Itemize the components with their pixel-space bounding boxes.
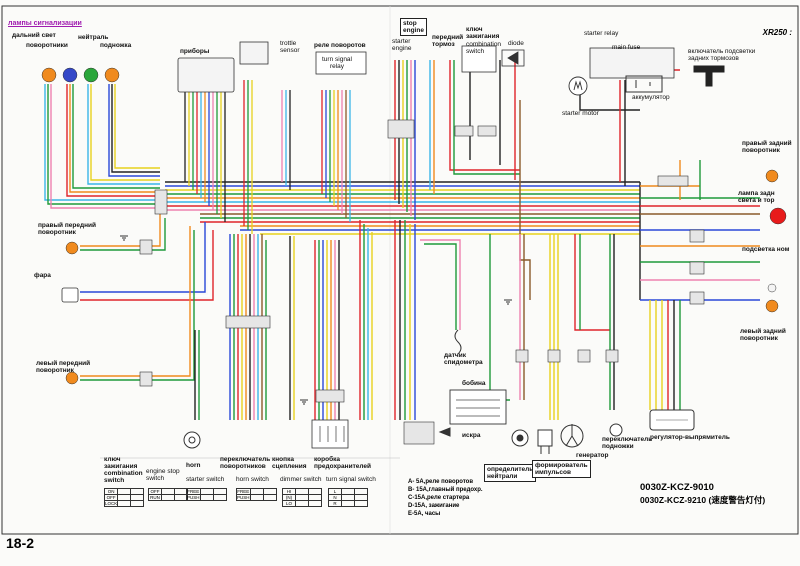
spark-label: искра xyxy=(462,432,481,439)
lamp-label-high-beam: дальний свет xyxy=(12,32,56,39)
fuse-box-symbol xyxy=(311,419,349,449)
spark-plug-symbol xyxy=(438,427,451,437)
regulator-symbol xyxy=(649,409,695,431)
stop-engine-label: stop engine xyxy=(400,18,427,36)
switch-title-ignition: ключ зажигания combination switch xyxy=(104,456,143,484)
fuse-item: E-5A, часы xyxy=(408,511,441,517)
starter-relay-label: starter relay xyxy=(584,30,619,37)
indicator-lamps xyxy=(41,67,120,83)
indicator-lamps-title: лампы сигнализации xyxy=(8,20,82,27)
switch-title-horn: horn switch xyxy=(236,476,269,483)
pulse-generator-label: формирователь импульсов xyxy=(532,460,591,478)
starter-motor-symbol xyxy=(568,76,588,96)
coil-symbol xyxy=(449,389,507,425)
switch-title-turn: turn signal switch xyxy=(326,476,376,483)
throttle-sensor-box xyxy=(239,41,269,65)
starter-engine-label: starter engine xyxy=(392,38,412,52)
switch-row: FREE xyxy=(236,488,251,495)
throttle-sensor-label: trottle sensor xyxy=(280,40,300,54)
switch-row: LOCK xyxy=(103,500,119,507)
plate-light-label: подсветка ном xyxy=(742,246,790,253)
left-front-turn-label: левый передний поворотник xyxy=(36,360,91,374)
switch-row: R xyxy=(328,500,342,507)
rear-lamps xyxy=(765,169,787,313)
switch-table-dimmer: HI (N) LO xyxy=(282,488,322,507)
switch-row: OFF xyxy=(148,488,162,495)
headlight-symbol xyxy=(61,287,79,303)
switch-table-engine-stop: OFF RUN xyxy=(148,488,188,501)
front-brake-label: передний тормоз xyxy=(432,34,464,48)
lamp-label-kickstand: подножка xyxy=(100,42,132,49)
part-number-2: 0030Z-KCZ-9210 (速度警告灯付) xyxy=(640,495,766,505)
fuse-item: A- 5A,реле поворотов xyxy=(408,479,474,485)
front-turn-lamps xyxy=(65,241,79,385)
neutral-sensor-symbol xyxy=(511,429,529,447)
switch-title-dimmer: dimmer switch xyxy=(280,476,322,483)
turn-switch-ru-label: переключатель поворотников xyxy=(220,456,271,470)
generator-label: генератор xyxy=(576,452,609,459)
speedometer-sensor-symbol xyxy=(454,329,462,355)
ground-symbols xyxy=(120,235,512,405)
switch-table-starter: FREE PUSH xyxy=(186,488,227,501)
lamp-label-turn: поворотники xyxy=(26,42,68,49)
horn-symbol xyxy=(183,431,201,449)
brake-light-switch xyxy=(693,65,725,87)
turn-relay-box xyxy=(315,51,367,75)
switch-row: FREE xyxy=(186,488,201,495)
switch-row: LO xyxy=(282,500,296,507)
battery-symbol xyxy=(625,75,663,93)
switch-row: OFF xyxy=(103,494,119,501)
fuse-box-label: коробка предохранителей xyxy=(314,456,372,470)
regulator-label: регулятор-выпрямитель xyxy=(650,434,730,441)
switch-row: PUSH xyxy=(236,494,251,501)
fuse-item: B- 15A,главный предохр. xyxy=(408,487,483,493)
neutral-sensor-label: определитель нейтрали xyxy=(484,464,537,482)
coil-label: бобина xyxy=(462,380,486,387)
combination-switch-box xyxy=(461,45,497,73)
model-label: XR250 : xyxy=(762,28,792,37)
tail-light-label: лампа задн света и тор xyxy=(738,190,775,204)
fuse-list: A- 5A,реле поворотов B- 15A,главный пред… xyxy=(408,478,483,518)
right-front-turn-label: правый передний поворотник xyxy=(38,222,97,236)
headlight-label: фара xyxy=(34,272,51,279)
switch-table-ignition: ON OFF LOCK xyxy=(103,488,145,507)
switch-table-turn: L N R xyxy=(328,488,368,507)
switch-table-horn: FREE PUSH xyxy=(236,488,277,501)
diode-symbol xyxy=(501,49,525,67)
battery-label: аккумулятор xyxy=(632,94,670,101)
combination-switch-label: combination switch xyxy=(466,41,502,55)
starter-relay-box xyxy=(589,47,675,79)
clutch-button-label: кнопка сцепления xyxy=(272,456,307,470)
ignition-key-label: ключ зажигания xyxy=(466,26,500,40)
turn-relay-ru-label: реле поворотов xyxy=(314,42,366,49)
speedometer-sensor-label: датчик спидометра xyxy=(444,352,483,366)
page-number: 18-2 xyxy=(6,535,35,551)
switch-row: PUSH xyxy=(186,494,201,501)
left-rear-turn-label: левый задний поворотник xyxy=(740,328,786,342)
right-rear-turn-label: правый задний поворотник xyxy=(742,140,792,154)
instrument-cluster xyxy=(177,57,235,93)
switch-row: RUN xyxy=(148,494,162,501)
switch-title-engine-stop: engine stop switch xyxy=(146,468,180,482)
generator-symbol xyxy=(560,424,584,448)
lamp-label-neutral: нейтраль xyxy=(78,34,109,41)
fuse-item: C-15A,реле стартера xyxy=(408,495,470,501)
switch-title-starter: starter switch xyxy=(186,476,225,483)
fuse-item: D-15A, зажигание xyxy=(408,503,460,509)
brake-light-switch-label: включатель подсветки задних тормозов xyxy=(688,48,756,62)
part-number-1: 0030Z-KCZ-9010 xyxy=(640,482,714,493)
pulse-generator-symbol xyxy=(537,429,553,454)
diode-label: diode xyxy=(508,40,524,47)
kickstand-switch-label: переключатель подножки xyxy=(602,436,653,450)
main-fuse-label: main fuse xyxy=(612,44,641,51)
turn-relay-en-label: turn signal relay xyxy=(322,56,352,70)
kickstand-switch-symbol xyxy=(609,423,623,437)
starter-motor-label: starter motor xyxy=(562,110,599,117)
instruments-label: приборы xyxy=(180,48,210,55)
horn-label: horn xyxy=(186,462,201,469)
